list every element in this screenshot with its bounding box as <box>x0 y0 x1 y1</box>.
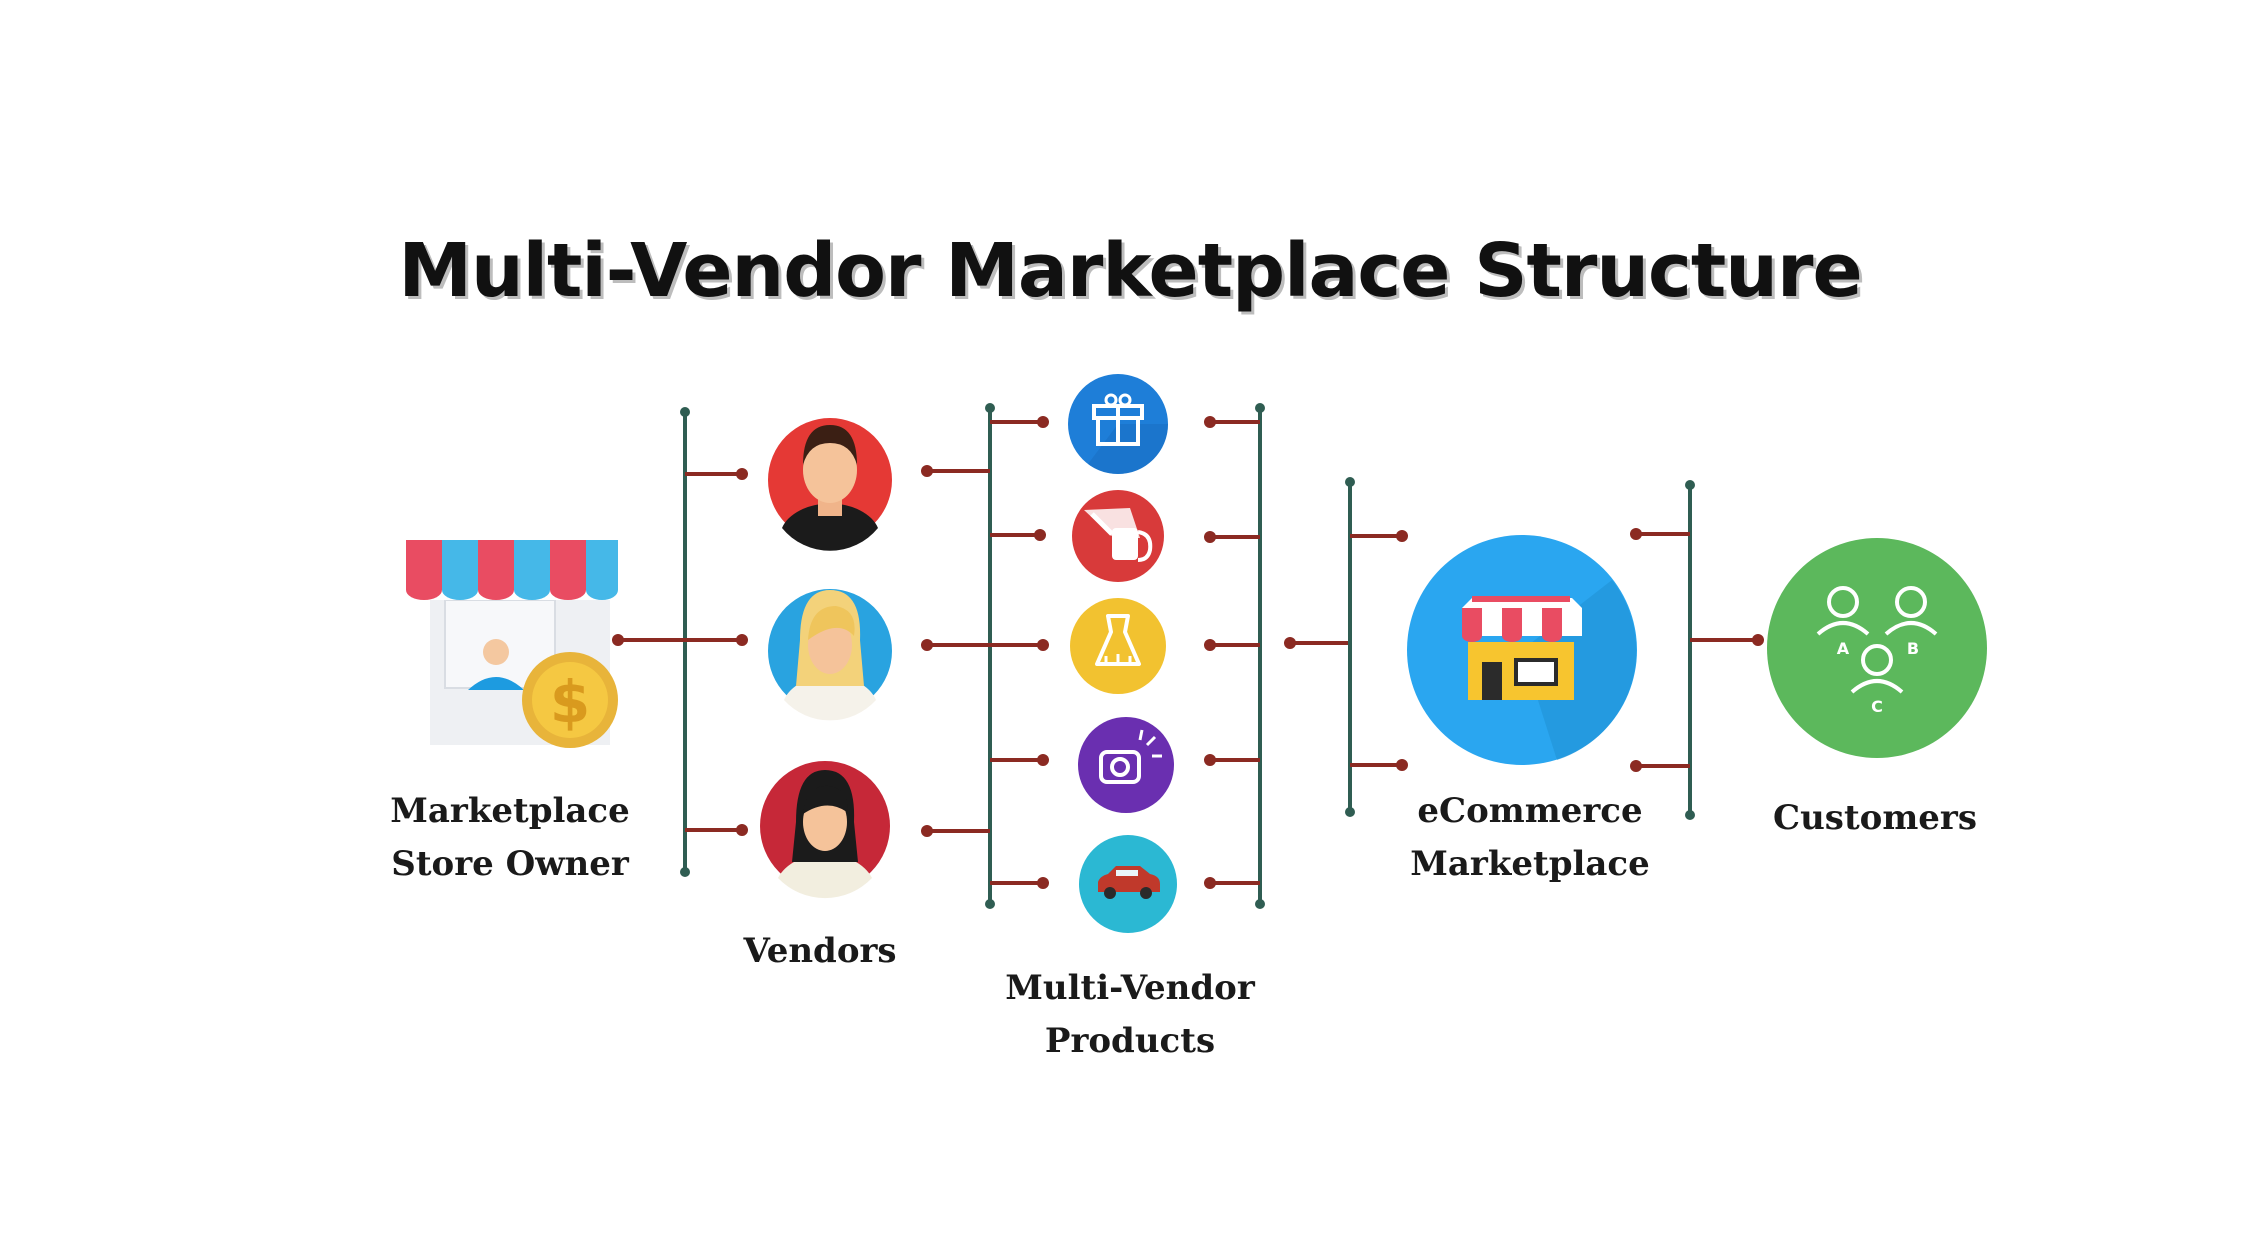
link-dot <box>736 824 748 836</box>
link-dot <box>736 634 748 646</box>
link-dot <box>921 825 933 837</box>
link-dot <box>1204 754 1216 766</box>
label-line: Store Owner <box>391 844 629 884</box>
label-line: Marketplace <box>1410 844 1650 884</box>
label-line: Vendors <box>743 931 897 971</box>
shop-icon <box>1407 535 1637 765</box>
bus-cap <box>1255 403 1265 413</box>
watering-can-icon <box>1072 490 1164 582</box>
male-vendor-icon <box>768 418 892 551</box>
customer-group-a: A <box>1837 639 1850 658</box>
link-dot <box>1396 759 1408 771</box>
customer-group-icon: A B C <box>1767 538 1987 758</box>
bus-cap <box>985 899 995 909</box>
bus-cap <box>1255 899 1265 909</box>
link-dot <box>921 465 933 477</box>
link-dot <box>1037 754 1049 766</box>
car-icon <box>1079 835 1177 933</box>
link-dot <box>921 639 933 651</box>
link-dot <box>1630 760 1642 772</box>
link-dot <box>736 468 748 480</box>
label-products: Multi-Vendor Products <box>990 962 1270 1068</box>
link-dot <box>1204 639 1216 651</box>
link-dot <box>1037 416 1049 428</box>
svg-text:$: $ <box>550 668 590 736</box>
bus-cap <box>680 867 690 877</box>
label-vendors: Vendors <box>720 925 920 978</box>
label-line: eCommerce <box>1417 791 1643 831</box>
link-dot <box>1204 531 1216 543</box>
link-dot <box>1752 634 1764 646</box>
dress-icon <box>1070 598 1166 694</box>
label-customers: Customers <box>1755 792 1995 845</box>
label-line: Marketplace <box>390 791 630 831</box>
bus-cap <box>985 403 995 413</box>
female-blonde-vendor-icon <box>768 589 892 721</box>
bus-cap <box>1345 807 1355 817</box>
link-dot <box>612 634 624 646</box>
diagram-title: Multi-Vendor Marketplace Structure <box>398 228 1862 314</box>
bus-cap <box>1685 810 1695 820</box>
link-dot <box>1204 877 1216 889</box>
link-dot <box>1396 530 1408 542</box>
link-dot <box>1034 529 1046 541</box>
bus-cap <box>1345 477 1355 487</box>
label-marketplace: eCommerce Marketplace <box>1400 785 1660 891</box>
camera-icon <box>1078 717 1174 813</box>
customer-group-b: B <box>1907 639 1919 658</box>
bus-cap <box>680 407 690 417</box>
label-line: Multi-Vendor <box>1005 968 1255 1008</box>
label-line: Products <box>1044 1021 1216 1061</box>
storefront-owner-icon: $ <box>400 540 618 748</box>
customer-group-c: C <box>1871 697 1883 716</box>
bus-cap <box>1685 480 1695 490</box>
female-vendor-icon <box>760 761 890 899</box>
label-line: Customers <box>1773 798 1977 838</box>
link-dot <box>1630 528 1642 540</box>
link-dot <box>1204 416 1216 428</box>
connector-lines <box>612 403 1764 909</box>
gift-icon <box>1068 374 1168 474</box>
link-dot <box>1037 877 1049 889</box>
label-store-owner: Marketplace Store Owner <box>380 785 640 891</box>
link-dot <box>1037 639 1049 651</box>
link-dot <box>1284 637 1296 649</box>
